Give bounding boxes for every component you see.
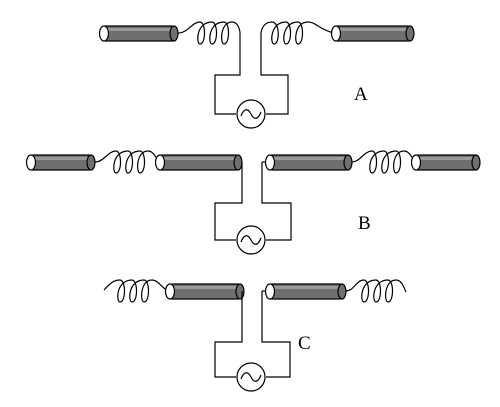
rod-c-left <box>164 283 245 300</box>
label-c: C <box>298 333 311 354</box>
label-a: A <box>354 84 368 105</box>
feed-c-left <box>214 291 243 378</box>
configuration-b: B <box>25 150 481 255</box>
rod-b-left-inner <box>154 154 243 171</box>
coil-b-right <box>351 150 417 174</box>
rod-c-right <box>262 283 347 300</box>
feed-b-left <box>214 162 243 241</box>
coil-b-left <box>94 150 161 174</box>
rod-a-right <box>330 25 415 42</box>
rod-b-left-outer <box>25 154 96 171</box>
feed-c-right <box>261 291 291 378</box>
coil-c-left <box>103 279 169 303</box>
feed-a-left <box>214 33 241 115</box>
configuration-a: A <box>98 21 415 129</box>
coil-a-right <box>260 21 335 45</box>
feed-a-right <box>260 33 289 115</box>
rod-b-right-outer <box>410 154 481 171</box>
coil-a-left <box>177 21 241 45</box>
rod-a-left <box>98 25 179 42</box>
coil-c-right <box>345 279 407 303</box>
rod-b-right-inner <box>262 154 353 171</box>
label-b: B <box>358 213 371 234</box>
ac-source-c <box>236 362 266 392</box>
ac-source-a <box>236 99 266 129</box>
feed-b-right <box>261 162 292 241</box>
configuration-c: C <box>103 279 407 392</box>
ac-source-b <box>236 225 266 255</box>
